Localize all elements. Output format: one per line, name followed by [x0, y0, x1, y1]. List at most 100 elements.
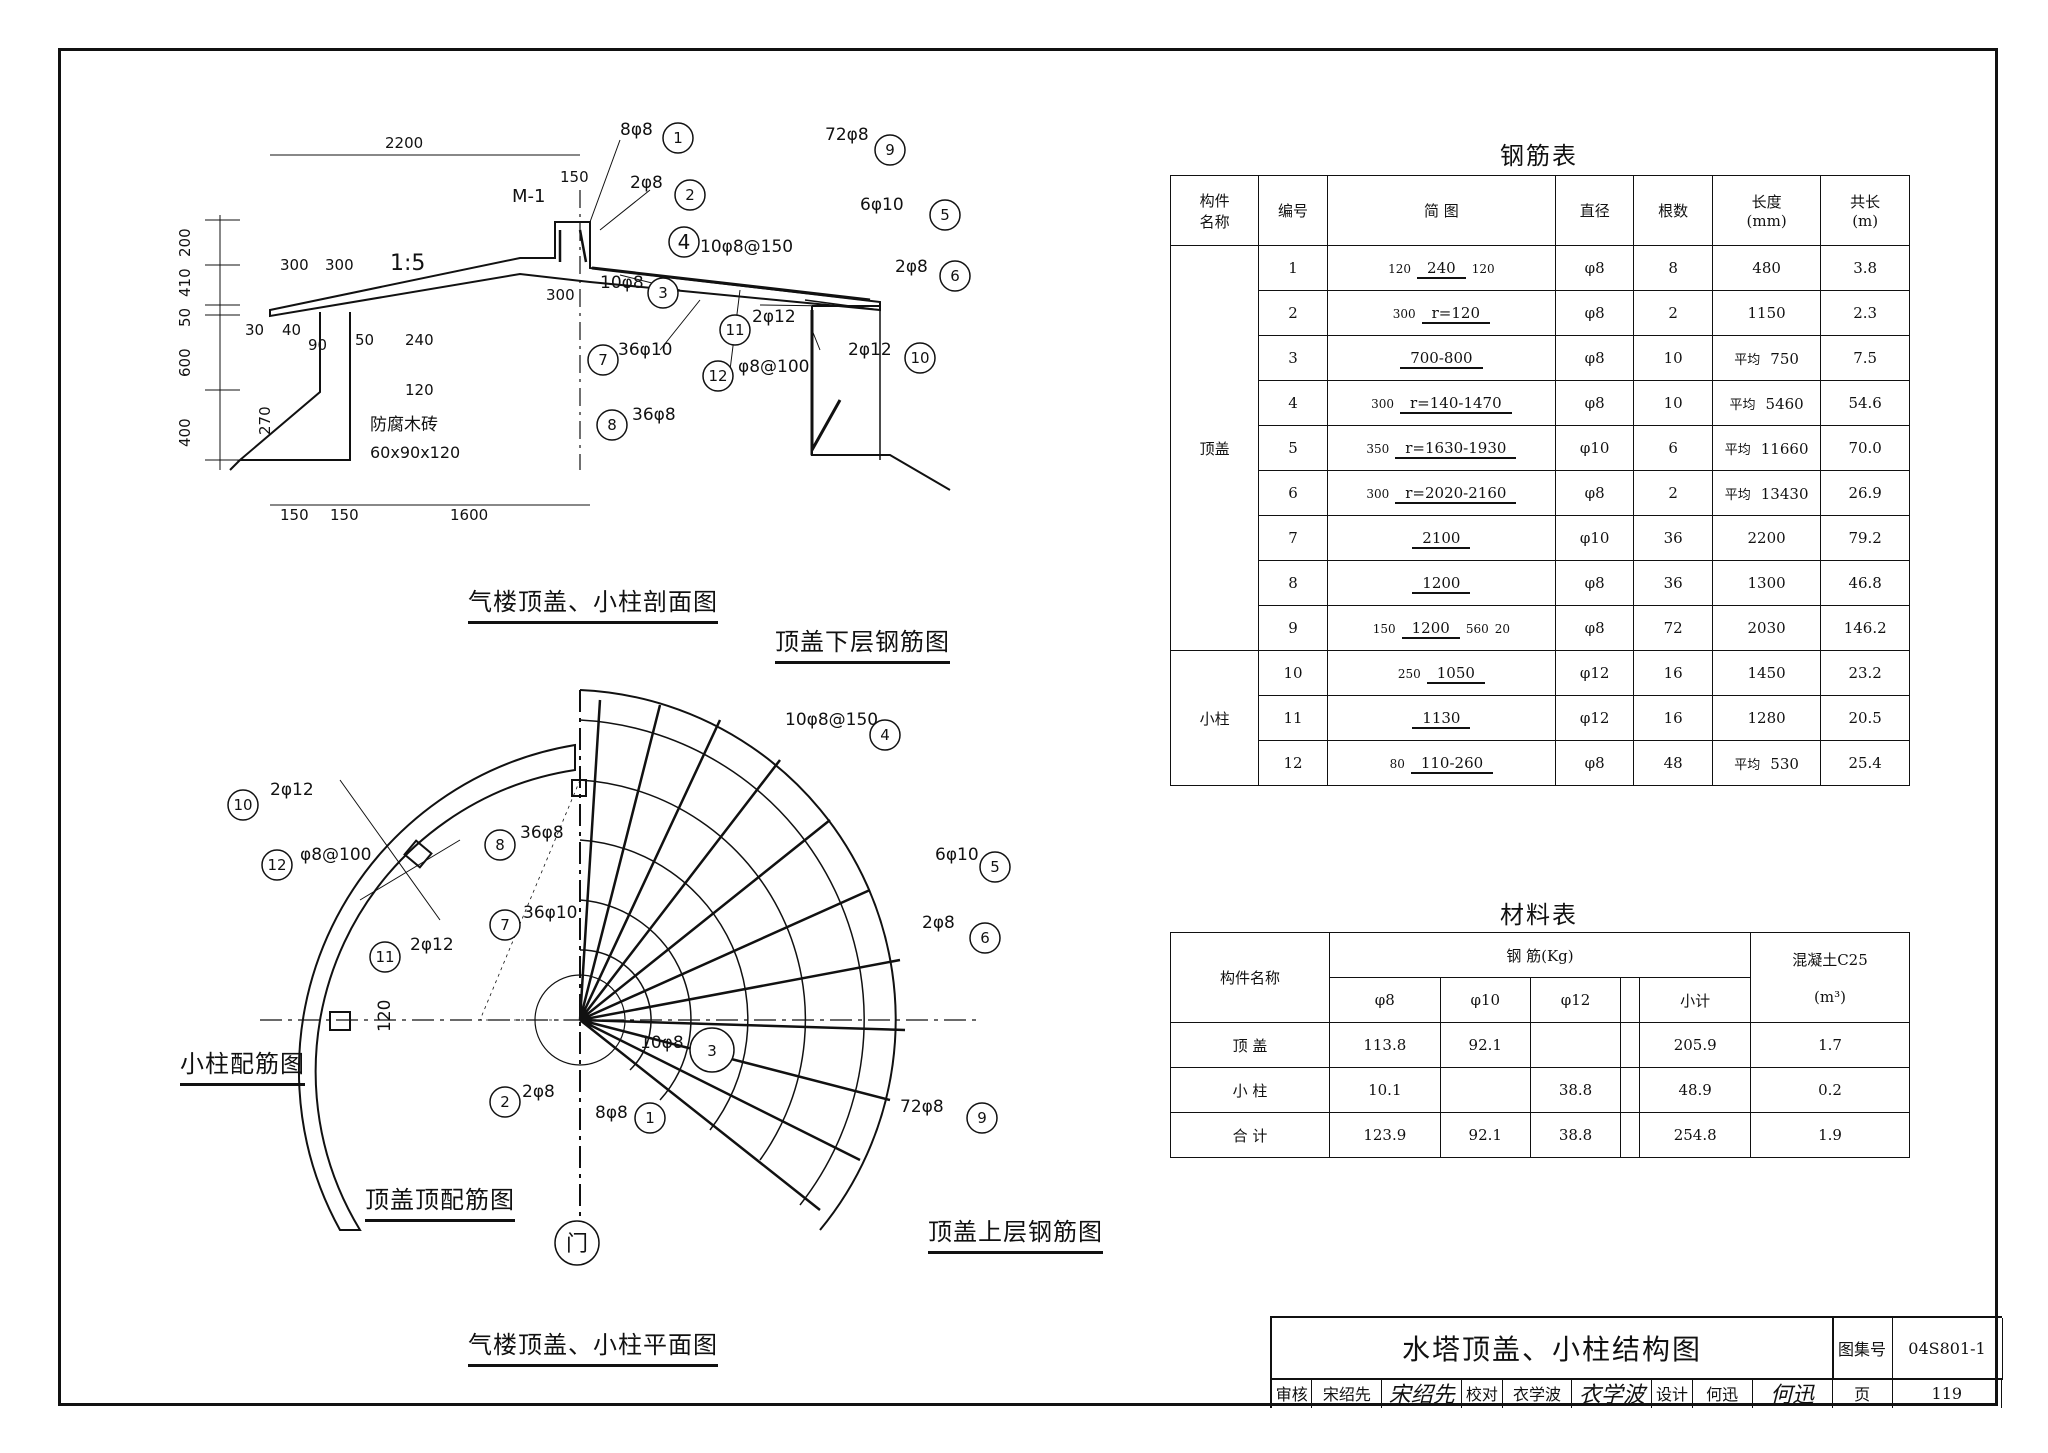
checker-signature: 衣学波	[1572, 1378, 1653, 1408]
rebar-no: 5	[1258, 425, 1328, 471]
section-drawing	[205, 139, 951, 506]
rebar-sketch: 120 240 120	[1326, 245, 1556, 291]
svg-text:2: 2	[500, 1093, 510, 1111]
rebar-header-total: 共长(m)	[1820, 175, 1910, 246]
material-cell-con: 0.2	[1750, 1067, 1910, 1113]
rebar-average-label: 平均	[1729, 397, 1756, 413]
material-sub-phi12: φ12	[1529, 977, 1622, 1023]
rebar-average-label: 平均	[1724, 487, 1751, 503]
rebar-sketch-dim: 20	[1494, 622, 1511, 636]
svg-text:7: 7	[500, 916, 510, 934]
dim-150: 150	[560, 168, 589, 186]
atlas-label: 图集号	[1832, 1318, 1893, 1380]
material-table-title: 材料表	[1500, 901, 1578, 929]
rebar-sketch-label: r=1630-1930	[1395, 439, 1517, 459]
rebar-total: 7.5	[1820, 335, 1910, 381]
rebar-count: 48	[1633, 740, 1713, 786]
rebar-length-value: 2030	[1747, 619, 1786, 637]
rebar-count: 2	[1633, 290, 1713, 336]
svg-text:11: 11	[725, 321, 744, 339]
plan-callout-c7: 36φ10	[523, 903, 577, 923]
rebar-count: 36	[1633, 560, 1713, 606]
reviewer-signature: 宋绍先	[1382, 1378, 1463, 1408]
material-cell-a: 113.8	[1329, 1022, 1441, 1068]
dim-240: 240	[405, 331, 434, 349]
rebar-sketch-dim: 80	[1389, 757, 1405, 771]
rebar-total: 23.2	[1820, 650, 1910, 696]
rebar-count: 6	[1633, 425, 1713, 471]
rebar-length-value: 750	[1770, 349, 1799, 368]
svg-text:3: 3	[707, 1042, 717, 1060]
caption-bottom-rebar: 顶盖下层钢筋图	[775, 622, 950, 664]
material-cell-sum: 254.8	[1639, 1112, 1751, 1158]
caption-section-view: 气楼顶盖、小柱剖面图	[468, 582, 718, 624]
rebar-length-value: 13430	[1760, 484, 1809, 503]
rebar-no: 6	[1258, 470, 1328, 516]
rebar-no: 10	[1258, 650, 1328, 696]
callout-c4: 10φ8@150	[700, 237, 793, 257]
svg-text:11: 11	[375, 948, 394, 966]
rebar-sketch-label: r=140-1470	[1400, 394, 1512, 414]
rebar-count: 16	[1633, 650, 1713, 696]
svg-text:6: 6	[980, 929, 990, 947]
rebar-no: 8	[1258, 560, 1328, 606]
rebar-length-value: 2200	[1747, 529, 1786, 547]
plan-dim-120: 120	[375, 1000, 395, 1032]
rebar-sketch-label: r=2020-2160	[1395, 484, 1517, 504]
dim-300: 300	[325, 256, 354, 274]
rebar-length: 480	[1711, 245, 1822, 291]
rebar-header-member: 构件名称	[1169, 175, 1260, 246]
rebar-diameter: φ8	[1554, 740, 1635, 786]
rebar-average-label: 平均	[1734, 757, 1761, 773]
rebar-no: 11	[1258, 695, 1328, 741]
rebar-sketch-label: 1200	[1412, 574, 1471, 594]
callout-c12: φ8@100	[738, 357, 809, 377]
rebar-length-value: 1280	[1747, 709, 1786, 727]
material-cell-b: 92.1	[1439, 1112, 1531, 1158]
svg-text:10: 10	[233, 796, 252, 814]
material-sub-blank	[1620, 977, 1641, 1023]
svg-text:12: 12	[708, 367, 727, 385]
rebar-total: 46.8	[1820, 560, 1910, 606]
material-cell-b	[1439, 1067, 1531, 1113]
rebar-count: 2	[1633, 470, 1713, 516]
review-label: 审核	[1272, 1378, 1313, 1408]
rebar-sketch-label: 1050	[1426, 664, 1485, 684]
rebar-sketch-label: 700-800	[1400, 349, 1483, 369]
dim-600: 600	[176, 348, 194, 377]
callout-c6: 2φ8	[895, 257, 928, 277]
rebar-sketch-label: 240	[1417, 259, 1466, 279]
svg-text:3: 3	[658, 284, 668, 302]
svg-text:5: 5	[940, 206, 950, 224]
rebar-sketch-dim: 120	[1388, 262, 1412, 276]
caption-top-rebar-cover: 顶盖顶配筋图	[365, 1180, 515, 1222]
checker-name: 衣学波	[1503, 1378, 1573, 1408]
rebar-total: 25.4	[1820, 740, 1910, 786]
svg-text:1: 1	[645, 1109, 655, 1127]
rebar-sketch-dim: 120	[1471, 262, 1495, 276]
rebar-length: 2030	[1711, 605, 1822, 651]
rebar-no: 9	[1258, 605, 1328, 651]
rebar-sketch: 1200	[1326, 560, 1556, 606]
rebar-length-value: 480	[1752, 259, 1781, 277]
rebar-diameter: φ8	[1554, 470, 1635, 516]
index-bubbles	[227, 122, 1011, 1266]
rebar-sketch-dim: 300	[1392, 307, 1416, 321]
signature-row: 审核 宋绍先 宋绍先 校对 衣学波 衣学波 设计 何迅 何迅 页 119	[1272, 1378, 2002, 1408]
rebar-count: 72	[1633, 605, 1713, 651]
rebar-group-name: 小柱	[1169, 650, 1260, 786]
svg-text:8: 8	[495, 836, 505, 854]
rebar-count: 8	[1633, 245, 1713, 291]
rebar-sketch-dim: 350	[1366, 442, 1390, 456]
caption-plan-view: 气楼顶盖、小柱平面图	[468, 1325, 718, 1367]
